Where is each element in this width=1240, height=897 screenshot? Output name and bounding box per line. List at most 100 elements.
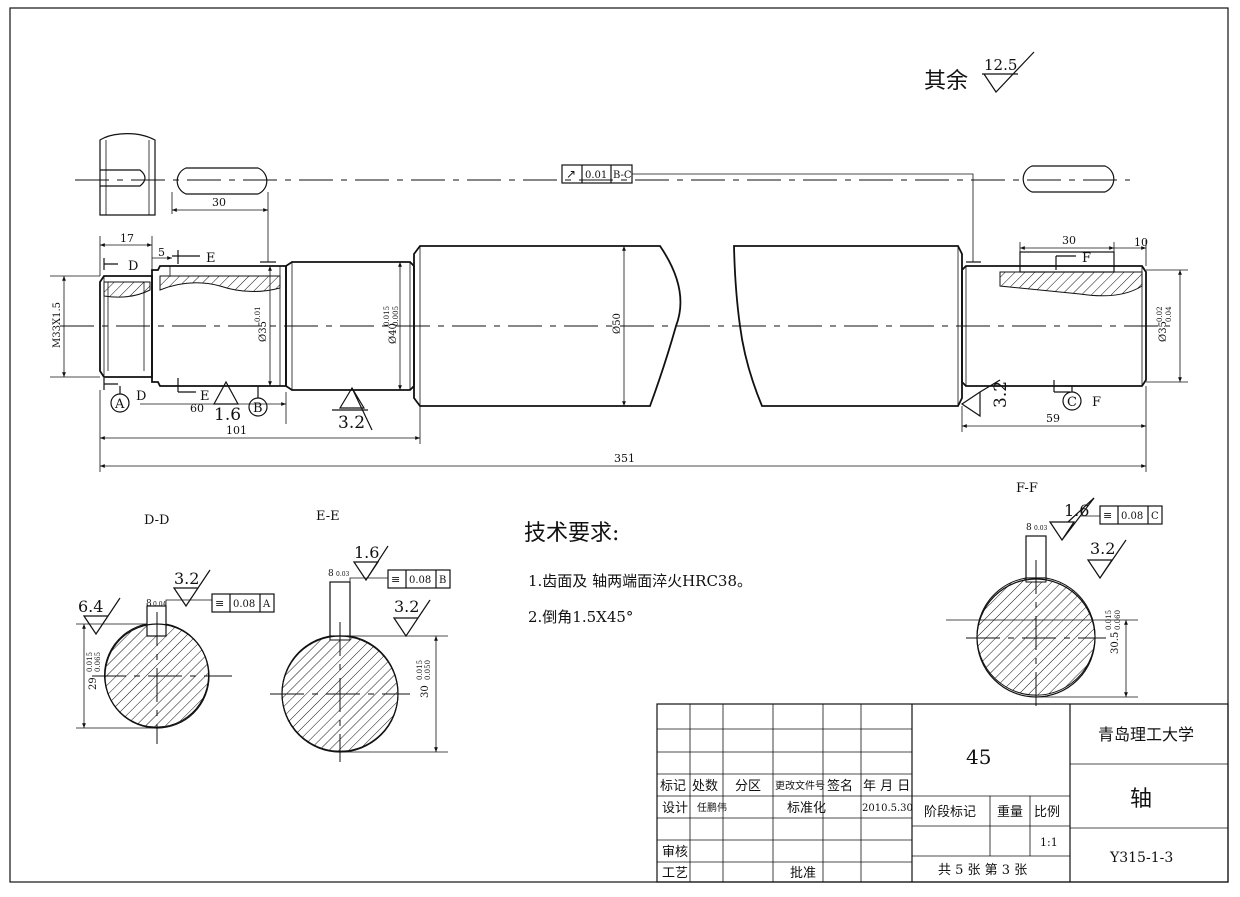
requirement-item-1: 1.齿面及 轴两端面淬火HRC38。 <box>528 572 752 590</box>
dim-59-text: 59 <box>1046 412 1060 425</box>
section-D-top-label: D <box>128 259 138 274</box>
left-keyway-view <box>176 167 268 195</box>
section-F-top-label: F <box>1082 251 1091 266</box>
dd-key-tol: 0.04 <box>153 601 167 608</box>
section-D-bottom-label: D <box>136 389 146 404</box>
section-mark-F: F F <box>1053 251 1101 410</box>
tb-header-count: 处数 <box>692 779 718 794</box>
tb-header-change-doc: 更改文件号 <box>775 779 825 792</box>
dim-351: 351 <box>100 452 1146 468</box>
dim-59: 59 <box>961 386 1147 472</box>
ff-tol-lo: 0.060 <box>1114 610 1122 630</box>
tb-sheets: 共 5 张 第 3 张 <box>938 863 1027 878</box>
roughness-3-2-right: 3.2 <box>960 379 1011 418</box>
dd-roughness-3-2: 3.2 <box>174 569 199 588</box>
left-end-view <box>99 133 156 216</box>
ee-tol-lo: 0.050 <box>424 660 432 680</box>
roughness-3-2-right-text: 3.2 <box>991 381 1011 408</box>
dim-17-text: 17 <box>120 232 134 245</box>
dim-keyway-left: 30 <box>171 192 269 214</box>
tb-designer: 任鹏伟 <box>697 801 727 814</box>
default-roughness-prefix: 其余 <box>924 69 968 94</box>
runout-value: 0.01 <box>585 170 607 181</box>
dim-351-text: 351 <box>614 452 635 465</box>
tb-design-label: 设计 <box>662 801 688 816</box>
dd-roughness-6-4: 6.4 <box>78 597 103 616</box>
datum-A-letter: A <box>114 397 125 412</box>
dim-dia35-right-text: Ø35 <box>1158 321 1169 342</box>
dd-dim-text: 29 <box>88 677 99 690</box>
section-mark-E: E E <box>172 250 216 404</box>
tb-date: 2010.5.30 <box>862 803 913 814</box>
main-shaft <box>60 245 1170 407</box>
runout-datum: B-C <box>613 170 632 181</box>
dim-60: 60 <box>99 390 287 472</box>
tb-scale-label: 比例 <box>1034 805 1060 820</box>
ff-dim-text: 30.5 <box>1110 632 1121 654</box>
dim-5-text: 5 <box>158 246 165 259</box>
section-DD-title: D-D <box>144 513 169 528</box>
ff-tol-value: 0.08 <box>1121 511 1143 522</box>
dd-tol-lo: 0.065 <box>94 652 102 672</box>
datum-B: B <box>248 385 268 417</box>
dim-10: 10 <box>1114 236 1148 266</box>
dim-30-right: 30 <box>1019 234 1115 252</box>
section-mark-D: D D <box>103 258 146 404</box>
datum-A: A <box>110 386 130 413</box>
section-FF: F-F 30.5 0.015 0.060 8 0.03 1.6 3.2 ≡ 0.… <box>946 481 1163 708</box>
ee-tol-symbol: ≡ <box>391 573 400 586</box>
tb-weight-label: 重量 <box>997 804 1023 820</box>
section-E-top-label: E <box>206 251 216 266</box>
tb-header-sign: 签名 <box>827 778 853 794</box>
roughness-1-6-main-text: 1.6 <box>214 405 241 425</box>
section-E-bottom-label: E <box>200 389 210 404</box>
tb-part-name: 轴 <box>1130 787 1152 812</box>
roughness-3-2-main-text: 3.2 <box>338 413 365 433</box>
datum-B-letter: B <box>253 401 263 416</box>
dim-thread: M33X1.5 <box>50 275 100 378</box>
runout-symbol: ↗ <box>566 167 576 181</box>
dim-dia35-left: Ø35 0.01 <box>254 266 272 386</box>
ff-roughness-1-6: 1.6 <box>1064 501 1089 520</box>
sheet-border <box>9 7 1229 883</box>
dim-dia40-tol-up: 0.015 <box>383 306 391 326</box>
dim-10-text: 10 <box>1134 236 1148 249</box>
section-EE-title: E-E <box>316 509 340 524</box>
ee-tol-up: 0.015 <box>416 660 424 680</box>
dim-dia35-right-tol-lo: 0.04 <box>1165 306 1173 322</box>
ff-tol-datum: C <box>1151 511 1159 522</box>
requirements-title: 技术要求: <box>524 521 619 546</box>
tb-approve-label: 批准 <box>790 866 816 881</box>
dd-tol-datum: A <box>262 599 271 610</box>
tb-scale: 1:1 <box>1040 836 1058 849</box>
default-roughness: 其余 12.5 <box>924 51 1035 94</box>
ee-key-tol: 0.03 <box>336 571 350 578</box>
ff-tol-symbol: ≡ <box>1103 509 1112 522</box>
dim-60-text: 60 <box>190 402 204 415</box>
datum-C-letter: C <box>1067 395 1077 410</box>
roughness-1-6-main: 1.6 <box>212 380 241 425</box>
dd-tol-up: 0.015 <box>86 652 94 672</box>
dim-dia40: Ø40 0.015 0.005 <box>383 262 402 390</box>
section-FF-title: F-F <box>1016 481 1038 496</box>
tb-header-date: 年 月 日 <box>863 779 910 794</box>
roughness-3-2-main: 3.2 <box>332 386 373 433</box>
dim-5: 5 <box>152 246 173 260</box>
tb-header-zone: 分区 <box>735 779 761 794</box>
dim-101: 101 <box>100 406 421 444</box>
ee-tol-datum: B <box>439 575 446 586</box>
section-EE: E-E 30 0.015 0.050 8 0.03 1.6 3.2 ≡ 0.08… <box>270 509 451 762</box>
tb-standard-label: 标准化 <box>787 801 826 816</box>
dim-thread-text: M33X1.5 <box>52 302 63 348</box>
dim-101-text: 101 <box>226 424 247 437</box>
tb-stage-label: 阶段标记 <box>924 805 976 820</box>
tb-material: 45 <box>966 745 991 769</box>
dd-key-text: 8 <box>146 599 152 609</box>
ee-dim-text: 30 <box>420 685 431 698</box>
title-block: 标记 处数 分区 更改文件号 签名 年 月 日 设计 任鹏伟 标准化 2010.… <box>656 703 1229 883</box>
dim-dia35-left-text: Ø35 <box>258 321 269 342</box>
requirement-item-2: 2.倒角1.5X45° <box>528 608 633 626</box>
dim-dia40-tol-lo: 0.005 <box>392 306 400 326</box>
